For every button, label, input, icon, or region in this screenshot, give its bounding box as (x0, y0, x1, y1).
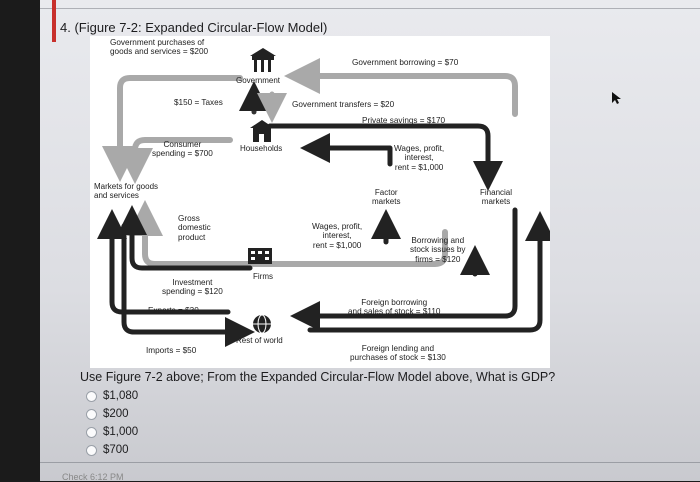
investment-arrow (127, 200, 448, 267)
government-building-icon (250, 48, 276, 72)
private-savings-arrow (267, 123, 503, 191)
radio-button[interactable] (86, 427, 97, 438)
gov-purchases-arrow (102, 75, 243, 182)
foreign-borrowing-arrow (290, 207, 518, 331)
label-private-savings: Private savings = $170 (362, 116, 446, 125)
label-imports: Imports = $50 (146, 346, 197, 355)
label-foreign-lending: Foreign lending and purchases of stock =… (350, 344, 446, 363)
label-investment: Investment spending = $120 (162, 278, 223, 297)
divider-bottom (40, 462, 700, 463)
radio-button[interactable] (86, 391, 97, 402)
gdp-arrow (117, 205, 253, 271)
flow-arrows (97, 48, 550, 347)
node-rest-of-world: Rest of world (236, 336, 283, 345)
footer-text: Check 6:12 PM (62, 472, 124, 482)
label-wages-top: Wages, profit, interest, rent = $1,000 (394, 144, 445, 172)
foreign-lending-arrow (307, 211, 550, 333)
node-firms: Firms (253, 272, 273, 281)
answer-option-label: $1,000 (103, 426, 139, 438)
divider-top (40, 8, 700, 9)
radio-button[interactable] (86, 445, 97, 456)
question-prompt: Use Figure 7-2 above; From the Expanded … (80, 370, 556, 384)
answer-option-label: $700 (103, 444, 129, 456)
circular-flow-figure: Government Households Markets for goods … (90, 36, 550, 368)
mouse-pointer-icon (612, 92, 621, 104)
node-factor-markets: Factor markets (372, 188, 401, 207)
consumer-spending-arrow (117, 137, 233, 184)
label-foreign-borrowing: Foreign borrowing and sales of stock = $… (348, 298, 441, 317)
wages-top-arrow (300, 133, 393, 167)
answer-option-label: $1,080 (103, 390, 139, 402)
imports-arrow (121, 223, 255, 347)
globe-icon (253, 314, 271, 334)
label-wages-mid: Wages, profit, interest, rent = $1,000 (312, 222, 363, 250)
question-title: 4. (Figure 7-2: Expanded Circular-Flow M… (60, 20, 328, 35)
node-financial-markets: Financial markets (480, 188, 513, 207)
households-icon (250, 120, 274, 142)
label-exports: Exports = $30 (148, 306, 199, 315)
answer-option-label: $200 (103, 408, 129, 420)
label-gov-purchases: Government purchases of goods and servic… (110, 38, 209, 57)
label-consumer-spending: Consumer spending = $700 (152, 140, 213, 159)
label-gov-transfers: Government transfers = $20 (292, 100, 395, 109)
question-marker (52, 0, 56, 42)
node-households: Households (240, 144, 283, 153)
radio-button[interactable] (86, 409, 97, 420)
node-government: Government (236, 76, 281, 85)
label-taxes: $150 = Taxes (174, 98, 223, 107)
firms-icon (248, 248, 272, 264)
label-gdp: Gross domestic product (178, 214, 211, 242)
gov-borrowing-arrow (284, 58, 518, 117)
node-markets-goods: Markets for goods and services (94, 182, 159, 201)
label-borrowing-stock: Borrowing and stock issues by firms = $1… (410, 236, 466, 264)
label-gov-borrowing: Government borrowing = $70 (352, 58, 459, 67)
